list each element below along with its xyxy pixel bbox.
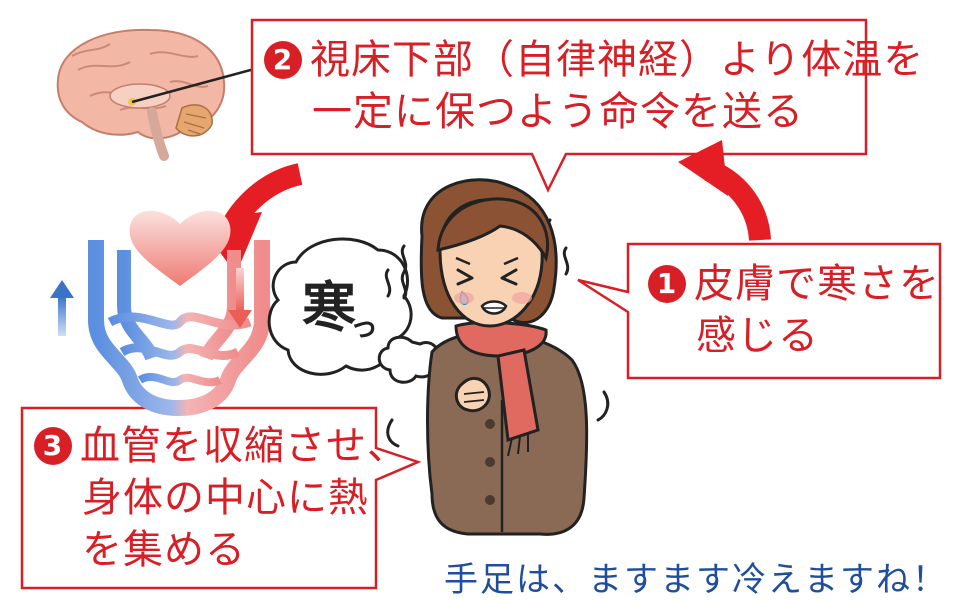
speech-text: 寒っ bbox=[292, 278, 388, 357]
step-number-2: 2 bbox=[264, 41, 302, 79]
heart-icon bbox=[129, 210, 231, 286]
arrow-skin-to-brain bbox=[678, 140, 771, 242]
brain-pointer-line bbox=[131, 66, 259, 104]
callout-right-line2: 感じる bbox=[696, 313, 819, 359]
callout-left-box bbox=[20, 406, 422, 590]
brain-illustration bbox=[56, 28, 259, 161]
footer-caption: 手足は、ますます冷えますね！ bbox=[444, 560, 948, 600]
up-arrow-icon bbox=[50, 280, 74, 336]
speech-main: 寒 bbox=[301, 276, 356, 339]
callout-left-line2: 身体の中心に熱 bbox=[82, 475, 369, 521]
callout-top-line2: 一定に保つよう命令を送る bbox=[312, 89, 804, 135]
cold-woman-figure bbox=[419, 178, 589, 536]
vascular-diagram bbox=[50, 210, 270, 416]
speech-small: っ bbox=[349, 310, 378, 343]
step-number-3: 3 bbox=[34, 427, 72, 465]
callout-left-line3: を集める bbox=[82, 527, 246, 573]
down-arrow-icon bbox=[228, 268, 252, 328]
step-number-1: 1 bbox=[648, 265, 686, 303]
